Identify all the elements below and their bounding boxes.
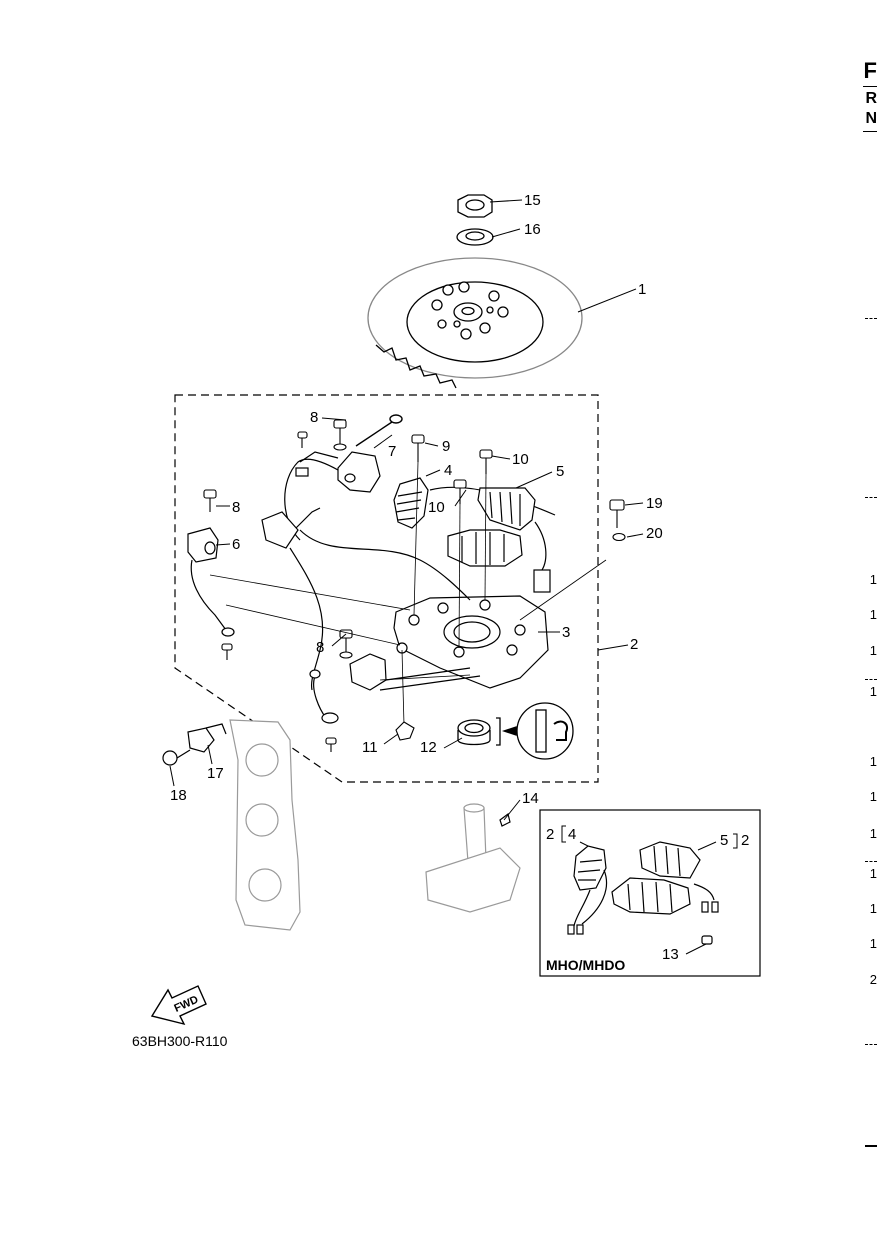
callout-17: 17 bbox=[207, 765, 224, 782]
edge-dash-4 bbox=[865, 861, 877, 862]
edge-num: 1 bbox=[869, 936, 877, 951]
edge-num: 1 bbox=[869, 607, 877, 622]
inset-ref-left-item: 4 bbox=[568, 826, 576, 843]
callout-5: 5 bbox=[556, 463, 564, 480]
wire-clip bbox=[395, 721, 415, 741]
callout-labels: 15 16 1 8 7 9 10 4 5 10 8 6 19 20 3 2 8 … bbox=[170, 192, 679, 963]
callout-15: 15 bbox=[524, 192, 541, 209]
edge-dash-5 bbox=[865, 1044, 877, 1045]
edge-num: 1 bbox=[869, 572, 877, 587]
inset-model-label: MHO/MHDO bbox=[546, 957, 625, 973]
edge-num: 1 bbox=[869, 826, 877, 841]
edge-num: 1 bbox=[869, 789, 877, 804]
pulser-coil-upper bbox=[284, 451, 381, 541]
edge-rule-2 bbox=[863, 131, 877, 132]
edge-num: 2 bbox=[869, 972, 877, 987]
stator-base bbox=[393, 595, 549, 689]
callout-13: 13 bbox=[662, 946, 679, 963]
callout-18: 18 bbox=[170, 787, 187, 804]
oil-seal bbox=[457, 702, 574, 760]
edge-num: 1 bbox=[869, 901, 877, 916]
inset-ref-left-num: 2 bbox=[546, 826, 554, 843]
diagram-code: 63BH300-R110 bbox=[132, 1033, 228, 1049]
charge-coil bbox=[447, 487, 551, 593]
flywheel bbox=[367, 257, 583, 389]
edge-rule-1 bbox=[863, 86, 877, 87]
screw-group bbox=[203, 419, 626, 752]
edge-dash-1 bbox=[865, 318, 877, 319]
callout-10-lower: 10 bbox=[428, 499, 445, 516]
callout-9: 9 bbox=[442, 438, 450, 455]
callout-2: 2 bbox=[630, 636, 638, 653]
edge-num: 1 bbox=[869, 684, 877, 699]
callout-1: 1 bbox=[638, 281, 646, 298]
edge-rule-3 bbox=[865, 1145, 877, 1147]
fwd-arrow bbox=[150, 985, 207, 1026]
callout-8-lower: 8 bbox=[316, 639, 324, 656]
callout-10-upper: 10 bbox=[512, 451, 529, 468]
pulser-coil-lower bbox=[309, 653, 481, 724]
edge-header-3: N bbox=[865, 110, 877, 127]
bolt bbox=[162, 749, 191, 766]
crankshaft-ghost bbox=[425, 803, 521, 913]
edge-header-2: R bbox=[865, 90, 877, 107]
inset-labels: 2 4 5 2 MHO/MHDO bbox=[546, 826, 749, 973]
callout-8-upper: 8 bbox=[310, 409, 318, 426]
edge-dash-2 bbox=[865, 497, 877, 498]
callout-19: 19 bbox=[646, 495, 663, 512]
assembly-boundary bbox=[174, 394, 599, 783]
callout-6: 6 bbox=[232, 536, 240, 553]
inset-box bbox=[539, 809, 761, 977]
edge-header-1: F bbox=[863, 58, 877, 83]
callout-8-left: 8 bbox=[232, 499, 240, 516]
flywheel-nut bbox=[457, 194, 493, 218]
edge-num: 1 bbox=[869, 754, 877, 769]
flywheel-washer bbox=[456, 228, 494, 246]
edge-num: 1 bbox=[869, 643, 877, 658]
inset-ref-right-num: 2 bbox=[741, 832, 749, 849]
callout-12: 12 bbox=[420, 739, 437, 756]
callout-3: 3 bbox=[562, 624, 570, 641]
edge-dash-3 bbox=[865, 679, 877, 680]
inset-ref-right-item: 5 bbox=[720, 832, 728, 849]
edge-num: 1 bbox=[869, 866, 877, 881]
connector-harness bbox=[261, 507, 471, 691]
ground-lead bbox=[355, 414, 403, 447]
leader-lines bbox=[169, 199, 738, 955]
callout-14: 14 bbox=[522, 790, 539, 807]
callout-16: 16 bbox=[524, 221, 541, 238]
assembly-guide-lines bbox=[209, 461, 607, 726]
crank-position-sensor bbox=[187, 527, 235, 637]
crankcase-ghost bbox=[229, 719, 301, 931]
bracket bbox=[187, 723, 227, 753]
callout-7: 7 bbox=[388, 443, 396, 460]
callout-20: 20 bbox=[646, 525, 663, 542]
callout-4: 4 bbox=[444, 462, 452, 479]
callout-11: 11 bbox=[362, 739, 378, 756]
